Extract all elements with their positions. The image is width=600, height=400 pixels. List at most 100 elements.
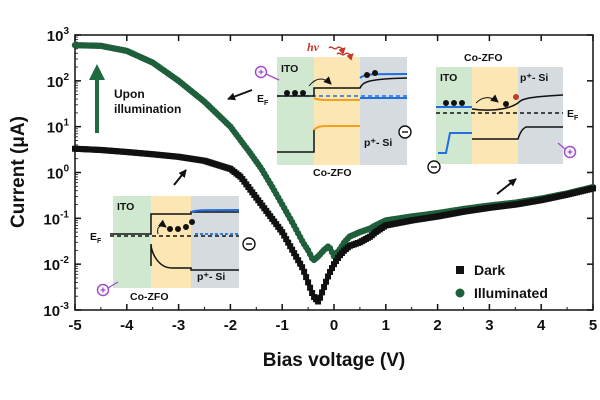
inset-electron [189,219,195,225]
data-point-dark [291,250,298,257]
hole-lead [107,281,119,289]
data-point-dark [315,298,322,305]
data-point-dark [331,261,337,268]
x-tick-label: -1 [276,317,289,334]
x-tick-label: 1 [382,317,390,334]
x-tick-label: -4 [120,317,134,334]
inset-ef-label: EF [257,93,269,107]
inset-zfo-label: Co-ZFO [313,167,352,179]
data-point-dark [303,274,310,281]
pointer-arrow-forward [496,178,517,195]
legend-label-illuminated: Illuminated [474,285,548,301]
data-point-dark [287,243,294,250]
data-point-dark [327,268,334,275]
data-point-dark [299,264,306,271]
x-tick-label: -3 [172,317,185,334]
inset-electron [513,94,519,100]
photon-icon [336,52,354,61]
inset-electron [284,90,290,96]
data-point-dark [319,289,326,296]
data-point-dark [283,236,290,243]
inset-electron [364,72,370,78]
x-tick-label: 5 [589,317,597,334]
inset-ito-label: ITO [281,63,298,75]
legend-marker-illuminated [455,288,465,298]
inset-si-label: p⁺- Si [364,137,392,149]
inset-ef-label: EF [567,108,579,122]
data-point-dark [295,257,302,264]
data-point-dark [281,232,288,239]
photon-icon [328,46,346,55]
y-tick-label: 100 [47,164,70,183]
data-point-dark [309,290,316,297]
series-dark [72,145,596,305]
inset-ito-region [277,57,314,165]
annotation-illumination: illumination [114,102,181,116]
y-tick-label: 10-1 [43,209,69,228]
illumination-arrow-head [89,64,105,80]
x-tick-label: 0 [330,317,338,334]
inset-orange-upper [313,97,360,101]
inset-si-label: p⁺- Si [197,271,225,283]
inset-transfer-arrow [308,76,332,87]
inset-conduction-band [472,126,563,140]
inset-transfer-arrow [157,219,167,235]
x-tick-label: -2 [224,317,237,334]
inset-ef-label: EF [90,231,102,245]
data-point-dark [305,279,312,286]
inset-ito-label: ITO [440,72,457,84]
inset-zfo-label: Co-ZFO [464,52,503,64]
inset-forward-band-diagram: Co-ZFO ITO p⁺- Si EF [427,52,579,174]
inset-electron [300,90,306,96]
inset-ito-region [436,67,472,164]
illumination-annotation: Upon illumination [89,64,181,133]
inset-si-region [518,67,563,164]
inset-valence-band [110,211,239,235]
inset-electron [175,226,181,232]
y-tick-label: 102 [47,72,70,91]
inset-electron [372,70,378,76]
inset-electron [183,224,189,230]
inset-electron [503,101,509,107]
y-tick-label: 103 [47,26,70,45]
hole-lead [265,73,280,81]
hole-lead [557,142,566,150]
inset-electron [443,100,449,106]
inset-electron [451,100,457,106]
inset-conduction-band [150,243,239,271]
legend-marker-dark [456,266,464,274]
data-point-dark [323,278,330,285]
inset-electron [459,100,465,106]
inset-conduction-band [277,130,315,153]
x-tick-label: -5 [68,317,81,334]
data-point-dark [332,258,339,265]
y-tick-label: 10-2 [43,255,69,274]
inset-blue-upper [359,73,408,79]
inset-zfo-label: Co-ZFO [130,291,169,303]
data-point-dark [325,273,332,280]
inset-zfo-region [472,67,518,164]
inset-valence-band [471,94,564,111]
inset-zfo-region [151,196,191,288]
inset-zfo-region [314,57,360,165]
inset-transfer-arrow [475,94,499,104]
pointer-arrow-illuminated [227,89,253,101]
inset-ito-label: ITO [117,201,134,213]
data-point-dark [289,246,296,253]
y-axis-title: Current (μA) [8,116,29,228]
data-point-dark [329,265,336,272]
data-point-dark [307,284,314,291]
inset-si-label: p⁺- Si [520,72,548,84]
x-tick-label: 3 [485,317,493,334]
inset-blue-band [190,209,240,213]
inset-ito-region [113,196,151,288]
y-tick-label: 10-3 [43,301,69,320]
legend: Dark Illuminated [455,262,548,301]
annotation-upon: Upon [114,87,145,101]
inset-electron [167,226,173,232]
y-tick-label: 101 [47,118,70,137]
data-point-dark [293,253,300,260]
pointer-arrow-dark [173,169,187,186]
x-tick-label: 4 [537,317,546,334]
